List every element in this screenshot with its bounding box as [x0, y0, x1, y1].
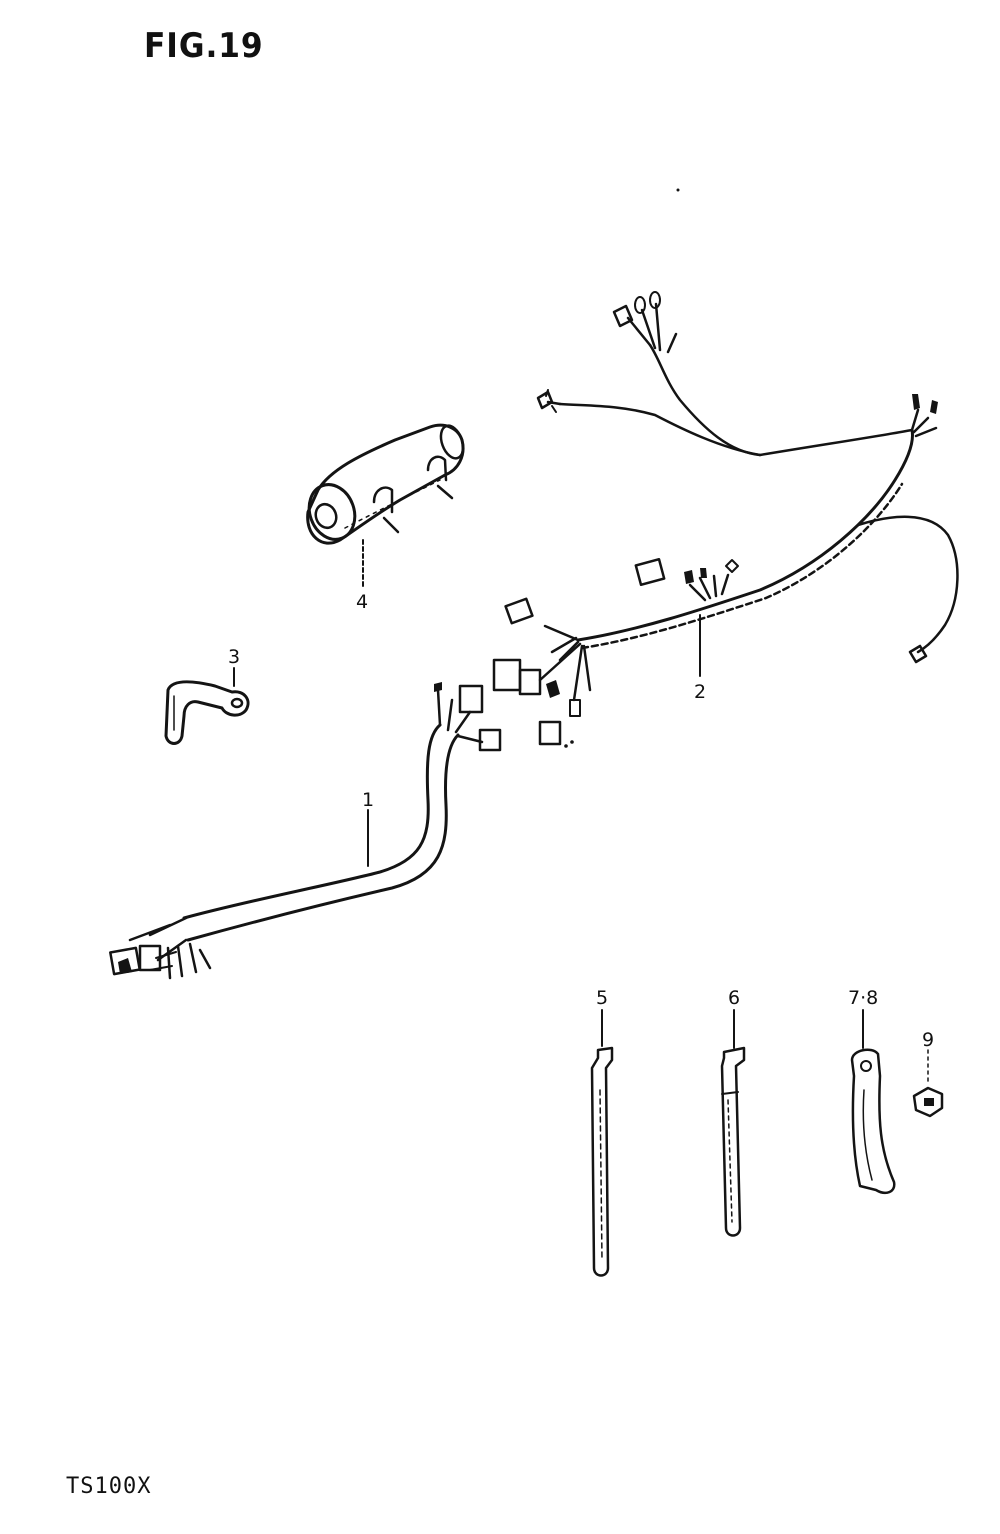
clamp-part-7-8: [850, 1048, 896, 1194]
callout-5: 5: [596, 987, 608, 1009]
strap-part-6: [720, 1046, 746, 1237]
wiring-harness-part-2: [492, 291, 959, 748]
nut-part-9: [912, 1086, 944, 1118]
strap-part-5: [590, 1046, 614, 1277]
model-code: TS100X: [66, 1474, 152, 1499]
callout-1: 1: [362, 789, 374, 811]
stray-dot: [676, 188, 680, 192]
figure-title: FIG.19: [144, 26, 264, 66]
ignition-coil-part-4: [306, 423, 465, 545]
callout-7-8: 7·8: [848, 987, 878, 1009]
callout-6: 6: [728, 987, 740, 1009]
callout-3: 3: [228, 646, 240, 668]
wiring-cable-part-1: [109, 682, 502, 980]
callout-9: 9: [922, 1029, 934, 1051]
bracket-part-3: [164, 680, 250, 745]
callout-4: 4: [356, 591, 368, 613]
callout-2: 2: [694, 681, 706, 703]
